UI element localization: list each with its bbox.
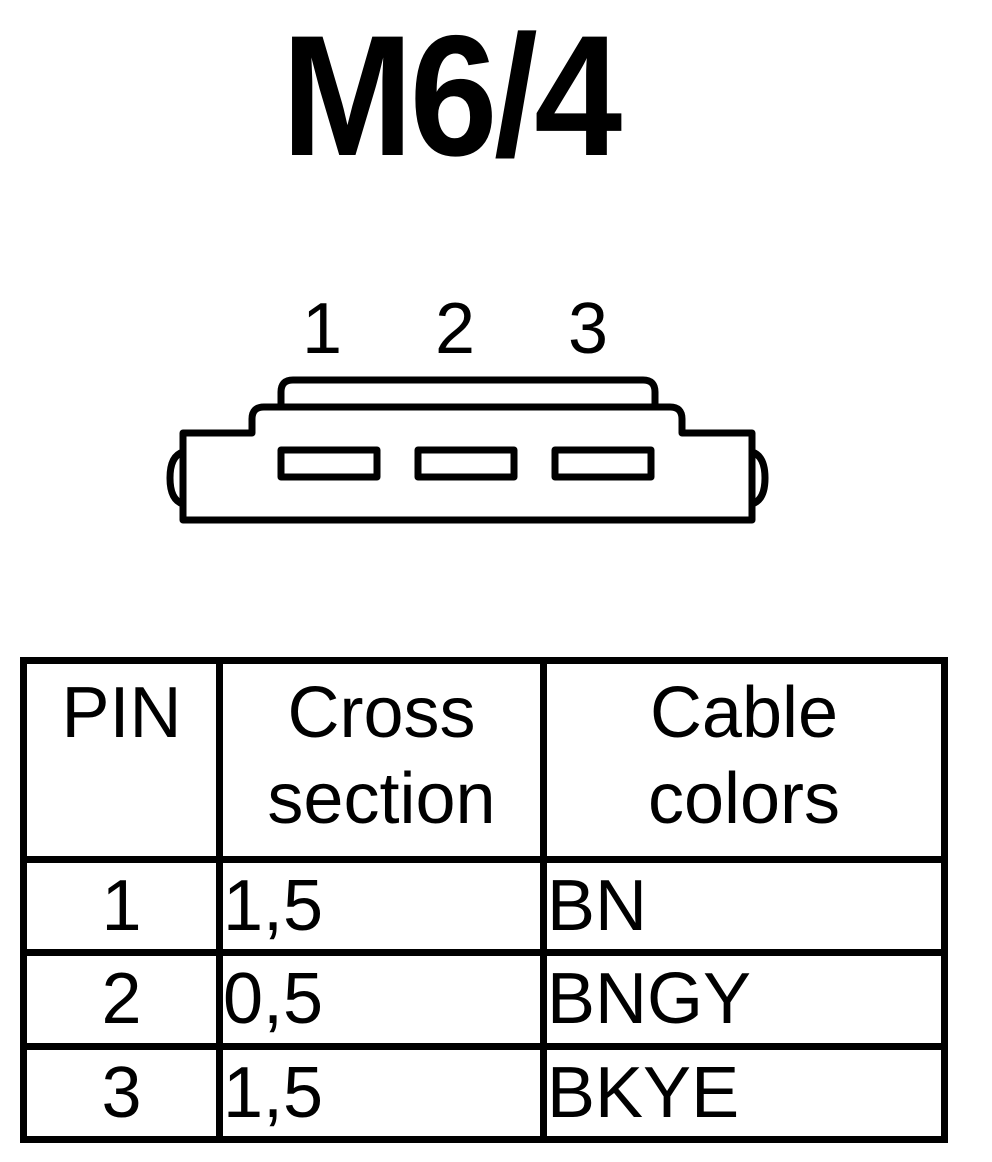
row-pin: 1 (20, 855, 223, 957)
pin-label-2: 2 (435, 289, 475, 369)
connector-left-clip (166, 448, 185, 508)
row-cable-color: BN (540, 855, 948, 957)
table-row: 1 1,5 BN (20, 855, 948, 957)
header-cable-colors: Cable colors (540, 657, 948, 863)
connector-top-tab (277, 376, 659, 407)
header-cross-section-line-1: Cross (287, 673, 476, 753)
pin-table: PIN Cross section Cable colors 1 1,5 BN … (20, 657, 948, 1144)
header-cable-colors-line-2: colors (647, 759, 841, 839)
header-cross-section: Cross section (216, 657, 547, 863)
row-cable-color: BKYE (540, 1042, 948, 1144)
pin-label-1: 1 (302, 289, 342, 369)
row-cross-section: 1,5 (216, 1042, 547, 1144)
row-cross-section: 0,5 (216, 949, 547, 1050)
table-header-row: PIN Cross section Cable colors (20, 657, 948, 863)
header-cable-colors-line-1: Cable (649, 673, 839, 753)
connector-body (179, 403, 756, 524)
row-cross-section: 1,5 (216, 855, 547, 957)
header-pin: PIN (20, 657, 223, 863)
row-cable-color: BNGY (540, 949, 948, 1050)
row-pin: 2 (20, 949, 223, 1050)
pin-slot-1 (277, 446, 381, 481)
connector-drawing: 1 2 3 (166, 289, 769, 524)
table-row: 3 1,5 BKYE (20, 1042, 948, 1144)
pin-slot-3 (551, 446, 655, 481)
pin-slot-2 (414, 446, 518, 481)
header-cross-section-line-2: section (267, 759, 496, 839)
row-pin: 3 (20, 1042, 223, 1144)
pin-label-3: 3 (568, 289, 608, 369)
connector-right-clip (750, 448, 769, 508)
connector-title: M6/4 (281, 0, 622, 192)
table-row: 2 0,5 BNGY (20, 949, 948, 1050)
